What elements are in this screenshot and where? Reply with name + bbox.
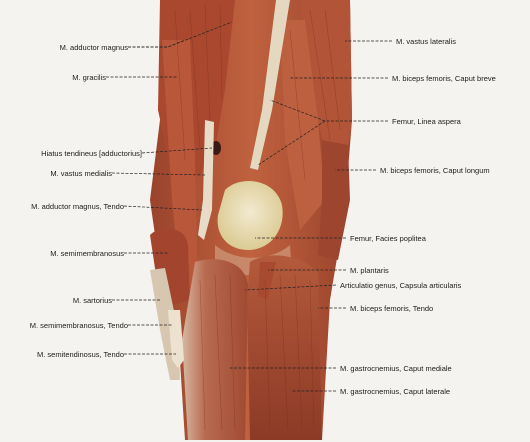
facies-poplitea-shape: [217, 181, 283, 250]
leader-lines-left: [106, 21, 233, 355]
label-sartorius: M. sartorius: [72, 296, 112, 305]
label-adductor-magnus-tendo: M. adductor magnus, Tendo: [31, 202, 124, 211]
label-hiatus-tendineus: Hiatus tendineus [adductorius]: [41, 149, 142, 158]
label-adductor-magnus: M. adductor magnus: [59, 43, 128, 52]
label-linea-aspera: Femur, Linea aspera: [392, 117, 461, 126]
leader-lines-right: [230, 40, 392, 392]
semimembranosus-shape: [150, 228, 190, 305]
hiatus-opening: [211, 141, 221, 155]
gastro-laterale-shape: [247, 255, 322, 440]
label-gastro-laterale: M. gastrocnemius, Caput laterale: [340, 387, 451, 396]
gastro-mediale-shape: [182, 259, 248, 440]
label-gastro-mediale: M. gastrocnemius, Caput mediale: [340, 364, 452, 373]
biceps-caput-longum-shape: [318, 140, 350, 260]
label-gracilis: M. gracilis: [72, 73, 106, 82]
label-biceps-caput-breve: M. biceps femoris, Caput breve: [392, 74, 496, 83]
muscle-striations: [174, 4, 341, 431]
linea-aspera-strip: [250, 0, 290, 170]
semitendinosus-tendo-shape: [168, 310, 184, 368]
plantaris-shape: [258, 262, 276, 300]
label-facies-poplitea: Femur, Facies poplitea: [350, 234, 426, 243]
label-plantaris: M. plantaris: [350, 266, 389, 275]
gracilis-shape: [162, 40, 198, 300]
label-biceps-tendo: M. biceps femoris, Tendo: [350, 304, 434, 313]
vastus-lateralis-shape: [300, 0, 352, 170]
biceps-caput-breve-shape: [280, 20, 325, 230]
label-semitendinosus-tendo: M. semitendinosus, Tendo: [37, 350, 124, 359]
label-semimembranosus-tendo: M. semimembranosus, Tendo: [29, 321, 128, 330]
label-capsula: Articulatio genus, Capsula articularis: [340, 281, 462, 290]
label-vastus-medialis: M. vastus medialis: [50, 169, 112, 178]
label-vastus-lateralis: M. vastus lateralis: [396, 37, 457, 46]
label-semimembranosus: M. semimembranosus: [50, 249, 124, 258]
label-biceps-caput-longum: M. biceps femoris, Caput longum: [380, 166, 490, 175]
